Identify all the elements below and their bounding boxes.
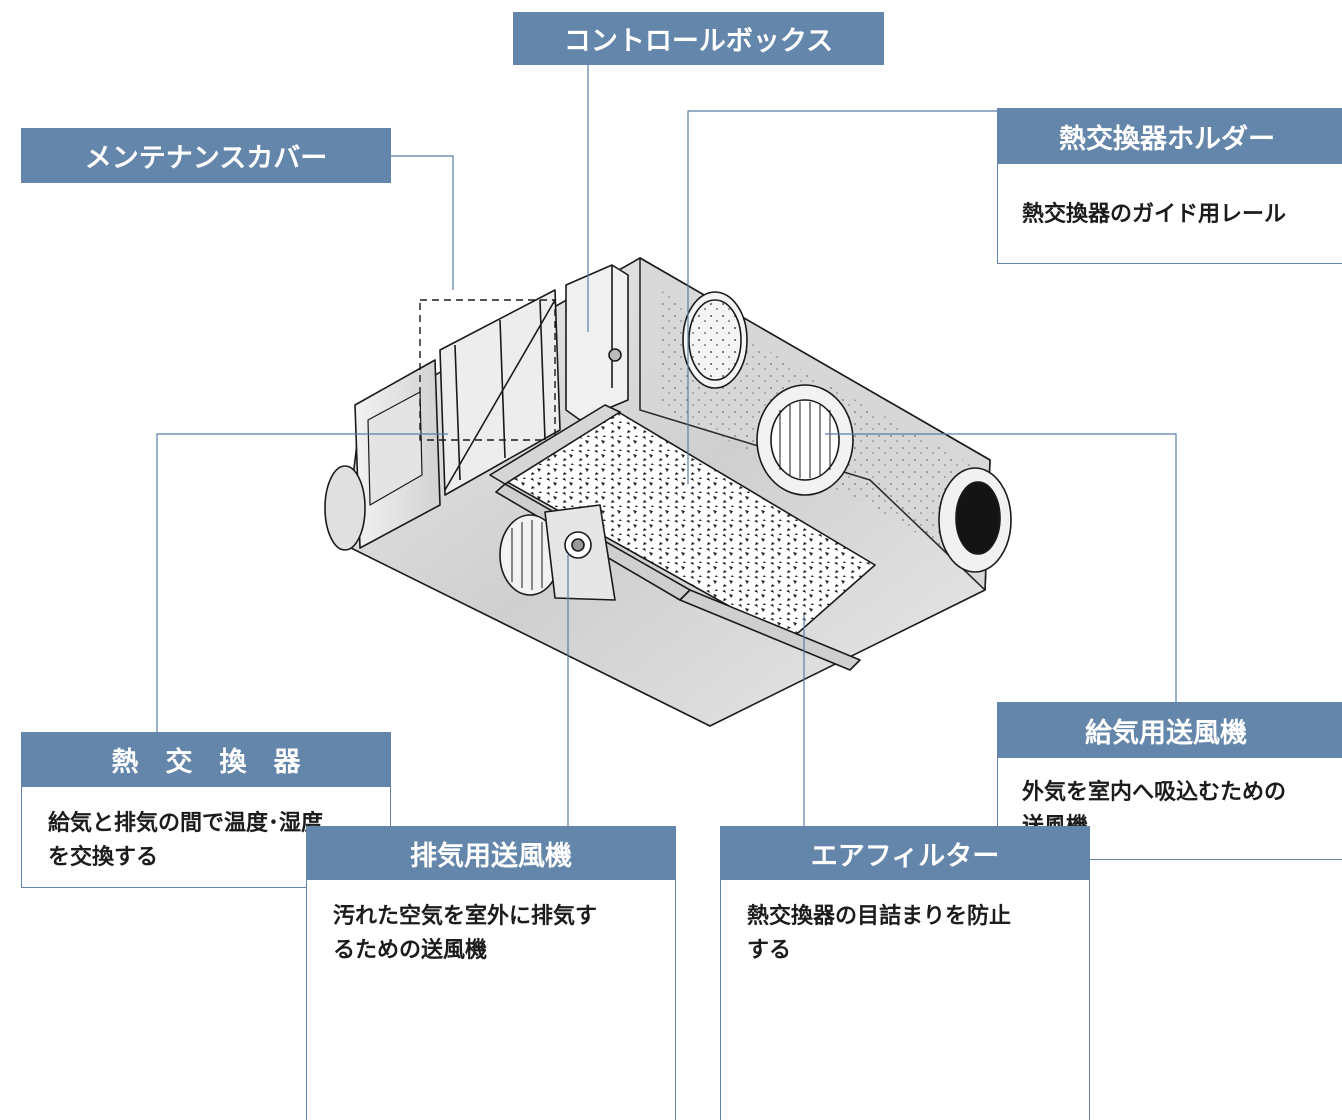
supply-fan-desc: 外気を室内へ吸込むための 送風機 [1022, 780, 1287, 839]
exhaust-fan-desc-box: 汚れた空気を室外に排気す るための送風機 [306, 880, 676, 1120]
label-maintenance-cover: メンテナンスカバー [21, 128, 391, 183]
hx-holder-desc: 熱交換器のガイド用レール [1022, 202, 1287, 227]
leader-lines [156, 65, 1177, 826]
label-hx-holder: 熱交換器ホルダー [997, 108, 1342, 164]
heat-exchanger-desc-box: 給気と排気の間で温度･湿度 を交換する [21, 787, 391, 888]
label-control-box: コントロールボックス [513, 12, 884, 65]
exhaust-fan-desc: 汚れた空気を室外に排気す るための送風機 [333, 904, 598, 964]
label-heat-exchanger: 熱 交 換 器 [21, 732, 391, 787]
label-supply-fan: 給気用送風機 [997, 702, 1342, 758]
heat-exchanger-desc: 給気と排気の間で温度･湿度 を交換する [48, 811, 324, 871]
label-air-filter: エアフィルター [720, 826, 1090, 880]
air-filter-desc-box: 熱交換器の目詰まりを防止 する [720, 880, 1090, 1120]
label-exhaust-fan: 排気用送風機 [306, 826, 676, 880]
hx-holder-desc-box: 熱交換器のガイド用レール [997, 164, 1342, 264]
air-filter-desc: 熱交換器の目詰まりを防止 する [747, 904, 1012, 964]
unit-body [324, 257, 1012, 727]
